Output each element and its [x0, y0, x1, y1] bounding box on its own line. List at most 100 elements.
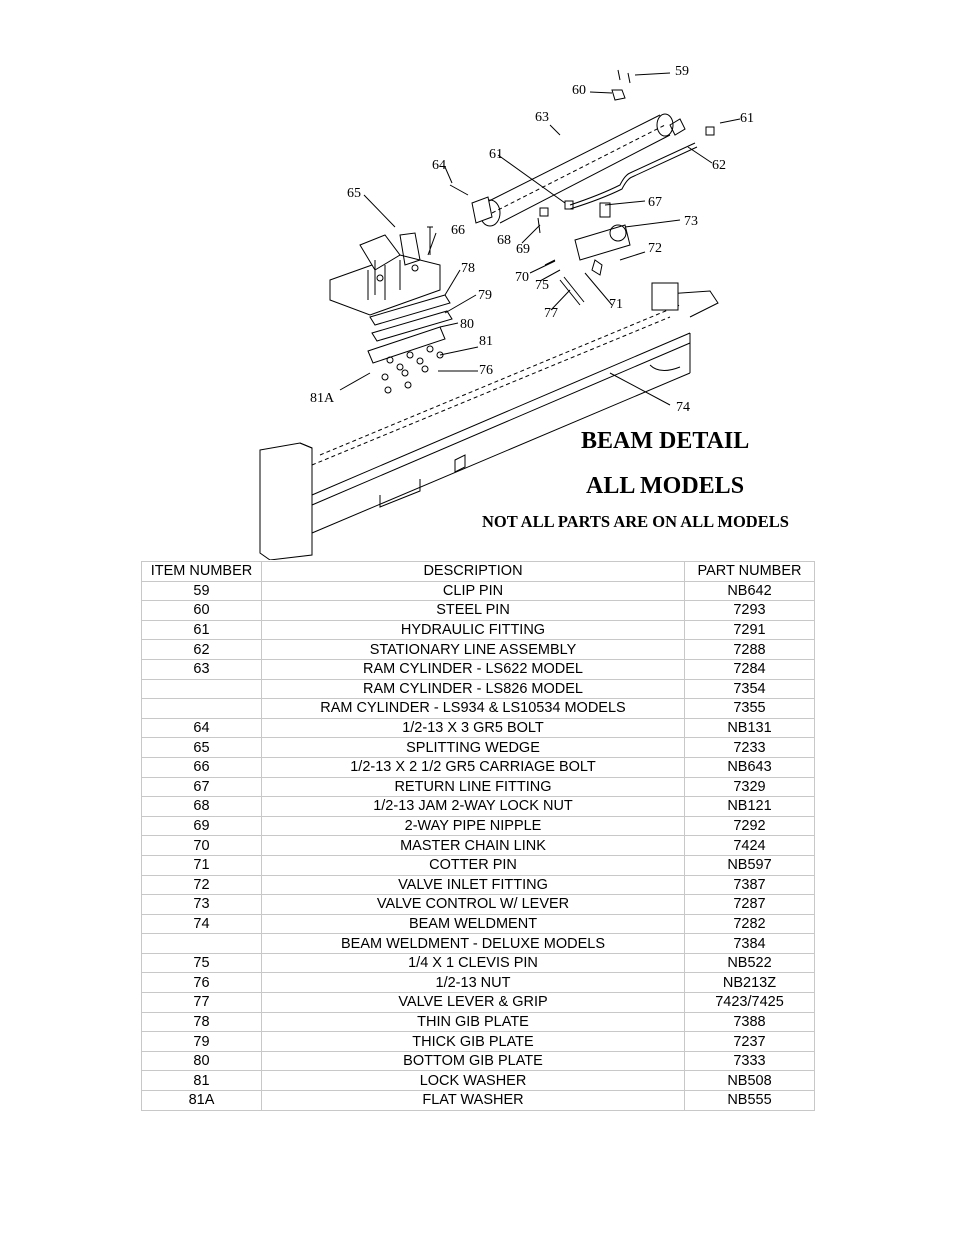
callout-number: 71: [609, 297, 623, 312]
item-number-cell: 73: [141, 894, 262, 915]
description-cell: VALVE LEVER & GRIP: [261, 992, 685, 1013]
item-number-cell: 63: [141, 658, 262, 680]
description-cell: 1/2-13 NUT: [261, 972, 685, 994]
table-header-row: ITEM NUMBER DESCRIPTION PART NUMBER: [141, 561, 815, 582]
page-subtitle-models: ALL MODELS: [586, 473, 745, 499]
part-number-cell: 7287: [684, 894, 815, 915]
description-cell: CLIP PIN: [261, 580, 685, 602]
part-number-cell: 7423/7425: [684, 992, 815, 1013]
item-number-cell: 66: [141, 756, 262, 778]
callout-number: 72: [648, 241, 662, 256]
callout-number: 73: [684, 214, 698, 229]
description-cell: BEAM WELDMENT - DELUXE MODELS: [261, 933, 685, 954]
part-number-cell: 7293: [684, 600, 815, 621]
description-cell: COTTER PIN: [261, 854, 685, 876]
item-number-cell: 60: [141, 600, 262, 621]
description-cell: 1/2-13 JAM 2-WAY LOCK NUT: [261, 796, 685, 817]
part-number-cell: 7354: [684, 678, 815, 700]
description-cell: THICK GIB PLATE: [261, 1031, 685, 1052]
part-number-cell: NB131: [684, 717, 815, 739]
part-number-cell: 7237: [684, 1031, 815, 1052]
item-number-cell: 81: [141, 1070, 262, 1092]
description-cell: FLAT WASHER: [261, 1090, 685, 1111]
description-cell: THIN GIB PLATE: [261, 1011, 685, 1033]
description-cell: RETURN LINE FITTING: [261, 776, 685, 798]
item-number-cell: 67: [141, 776, 262, 798]
callout-number: 63: [535, 110, 549, 125]
description-cell: BOTTOM GIB PLATE: [261, 1050, 685, 1072]
item-number-cell: 79: [141, 1031, 262, 1052]
item-number-cell: 74: [141, 913, 262, 935]
item-number-cell: 75: [141, 952, 262, 974]
item-number-cell: [141, 933, 262, 954]
item-number-cell: 65: [141, 737, 262, 758]
part-number-cell: NB508: [684, 1070, 815, 1092]
callout-number: 78: [461, 261, 475, 276]
item-number-cell: 70: [141, 835, 262, 856]
part-number-header: PART NUMBER: [684, 561, 815, 582]
description-cell: HYDRAULIC FITTING: [261, 619, 685, 641]
item-number-cell: [141, 678, 262, 700]
callout-number: 60: [572, 83, 586, 98]
part-number-cell: NB642: [684, 580, 815, 602]
description-cell: BEAM WELDMENT: [261, 913, 685, 935]
part-number-cell: 7329: [684, 776, 815, 798]
callout-leader-lines: [339, 72, 741, 406]
part-number-cell: 7424: [684, 835, 815, 856]
bottom-gib-plate-drawing: [367, 326, 446, 364]
stationary-line-drawing: [569, 142, 696, 206]
part-number-cell: NB643: [684, 756, 815, 778]
item-number-cell: 81A: [141, 1090, 262, 1111]
item-number-cell: [141, 698, 262, 719]
callout-number: 81: [479, 334, 493, 349]
item-number-cell: 59: [141, 580, 262, 602]
part-number-cell: NB121: [684, 796, 815, 817]
page-title: BEAM DETAIL: [581, 428, 750, 454]
description-cell: 2-WAY PIPE NIPPLE: [261, 815, 685, 837]
callout-number: 62: [712, 158, 726, 173]
item-number-header: ITEM NUMBER: [141, 561, 262, 582]
part-number-cell: 7384: [684, 933, 815, 954]
description-cell: RAM CYLINDER - LS826 MODEL: [261, 678, 685, 700]
callout-number: 64: [432, 158, 446, 173]
callout-number: 77: [544, 306, 558, 321]
description-cell: MASTER CHAIN LINK: [261, 835, 685, 856]
item-number-cell: 71: [141, 854, 262, 876]
callout-number: 81A: [310, 391, 335, 406]
callout-number: 66: [451, 223, 465, 238]
item-number-cell: 72: [141, 874, 262, 896]
callout-number: 76: [479, 363, 493, 378]
description-cell: STATIONARY LINE ASSEMBLY: [261, 639, 685, 660]
callout-number: 61: [489, 147, 503, 162]
valve-control-drawing: [544, 224, 631, 306]
description-cell: LOCK WASHER: [261, 1070, 685, 1092]
part-number-cell: NB213Z: [684, 972, 815, 994]
description-cell: 1/2-13 X 2 1/2 GR5 CARRIAGE BOLT: [261, 756, 685, 778]
part-number-cell: 7291: [684, 619, 815, 641]
part-number-cell: 7292: [684, 815, 815, 837]
description-cell: 1/4 X 1 CLEVIS PIN: [261, 952, 685, 974]
